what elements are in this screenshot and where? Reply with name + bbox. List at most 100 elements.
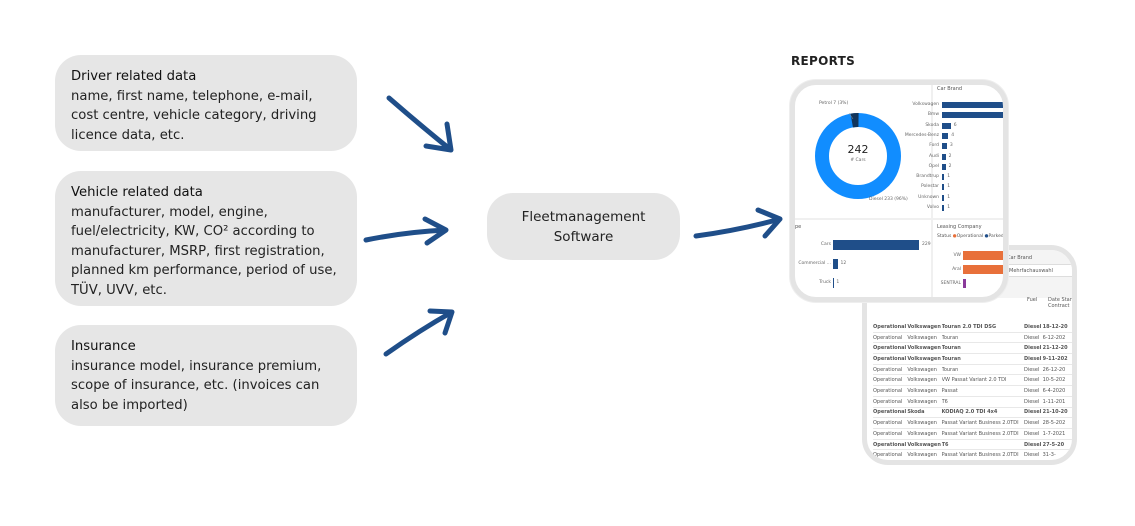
vehicle-data-body: manufacturer, model, engine, fuel/electr… xyxy=(71,204,337,298)
brand-value: 1 xyxy=(947,174,951,180)
table-cell: 18-12-20 xyxy=(1042,323,1068,330)
table-cell: Diesel xyxy=(1024,463,1043,465)
brand-bar xyxy=(942,112,1003,119)
donut-chart xyxy=(815,112,901,199)
table-cell: Volkswagen xyxy=(907,398,937,405)
donut-total: 242 xyxy=(847,143,869,156)
brand-bar xyxy=(942,102,1003,108)
table-cell: Touran xyxy=(941,355,961,362)
table-cell: 6-4-2020 xyxy=(1042,388,1066,395)
brand-label: Brandtrup xyxy=(916,174,939,180)
table-cell: Diesel xyxy=(1023,398,1040,405)
table-cell: Diesel xyxy=(1023,334,1040,341)
table-cell: Passat xyxy=(941,388,958,395)
table-cell: Diesel xyxy=(1023,441,1042,448)
table-cell: Volkswagen xyxy=(907,463,941,465)
table-cell: Operational xyxy=(873,430,903,437)
leasing-bar xyxy=(963,265,1003,274)
arrow-vehicle xyxy=(363,216,449,246)
table-cell: Operational xyxy=(873,377,903,384)
diesel-label: Diesel 233 (96%) xyxy=(869,197,908,202)
table-cell: 26-12-20 xyxy=(1042,366,1066,373)
brand-bar xyxy=(942,205,945,211)
report-dashboard-card: Petrol 7 (3%) 242 # Cars Diesel 233 (96%… xyxy=(790,80,1008,302)
brand-value: 1 xyxy=(947,205,951,210)
table-cell: 21-10-20 xyxy=(1042,409,1068,416)
leasing-label: Aral xyxy=(952,267,961,272)
table-cell: Operational xyxy=(873,388,903,395)
type-bar xyxy=(833,240,919,250)
header-fuel: Fuel xyxy=(1027,297,1038,303)
table-cell: Volkswagen xyxy=(907,366,937,373)
brand-value: 3 xyxy=(949,143,953,149)
table-cell: Diesel xyxy=(1023,323,1042,330)
brand-bar xyxy=(942,122,951,129)
table-cell: T6 xyxy=(941,441,949,448)
table-cell: Diesel xyxy=(1023,388,1040,395)
brand-label: Mercedes-Benz xyxy=(904,132,939,138)
table-cell: Operational xyxy=(873,409,907,416)
brand-value: 6 xyxy=(953,122,957,128)
brand-bar xyxy=(942,184,945,191)
driver-data-box: Driver related data name, first name, te… xyxy=(55,55,357,151)
car-brand-filter[interactable]: Mehrfachauswahl xyxy=(1005,264,1072,277)
table-cell: Volkswagen xyxy=(907,377,937,384)
brand-value: 1 xyxy=(947,194,951,200)
brand-bar xyxy=(942,174,945,181)
table-cell: 28-5-202 xyxy=(1042,420,1066,427)
brand-value: 4 xyxy=(951,132,955,138)
table-cell: Operational xyxy=(873,345,907,352)
table-cell: Operational xyxy=(873,323,907,330)
table-cell: Volkswagen xyxy=(907,452,937,459)
driver-data-title: Driver related data xyxy=(71,69,197,84)
table-cell: 27-5-20 xyxy=(1042,441,1065,448)
table-cell: Touran xyxy=(941,366,959,373)
type-label: Commercial ... xyxy=(798,261,831,266)
leasing-label: VW xyxy=(953,253,961,258)
table-cell: 6-12-202 xyxy=(1042,334,1066,341)
table-cell: Diesel xyxy=(1023,366,1040,373)
table-cell: Operational xyxy=(873,366,903,373)
header-date: Date Start Contract xyxy=(1048,297,1074,309)
brand-bar xyxy=(942,132,949,139)
table-cell: 31-3- xyxy=(1042,452,1056,459)
brand-bar xyxy=(942,194,945,201)
fleetmanagement-software-box: Fleetmanagement Software xyxy=(487,193,680,260)
table-cell: Volkswagen xyxy=(907,345,941,352)
table-cell: Operational xyxy=(873,398,903,405)
type-value: 1 xyxy=(836,280,840,285)
brand-label: Bmw xyxy=(927,112,939,118)
brand-label: Unknown xyxy=(918,194,939,200)
insurance-body: insurance model, insurance premium, scop… xyxy=(71,358,322,413)
table-cell: Touran xyxy=(941,345,961,352)
table-cell: Touran xyxy=(941,334,959,341)
brand-value: 2 xyxy=(948,153,952,159)
reports-label: REPORTS xyxy=(791,54,856,68)
type-bar xyxy=(833,278,834,288)
center-line-2: Software xyxy=(553,229,614,245)
table-cell: 1-7-2021 xyxy=(1042,430,1066,437)
table-cell: Diesel xyxy=(1023,409,1042,416)
table-cell: Diesel xyxy=(1023,377,1040,384)
center-line-1: Fleetmanagement xyxy=(521,209,646,225)
table-cell: Diesel xyxy=(1023,420,1040,427)
type-value: 229 xyxy=(922,242,931,247)
type-value: 12 xyxy=(840,261,847,266)
filter-label: Car Brand xyxy=(1007,255,1033,261)
brand-value: 2 xyxy=(948,163,952,169)
